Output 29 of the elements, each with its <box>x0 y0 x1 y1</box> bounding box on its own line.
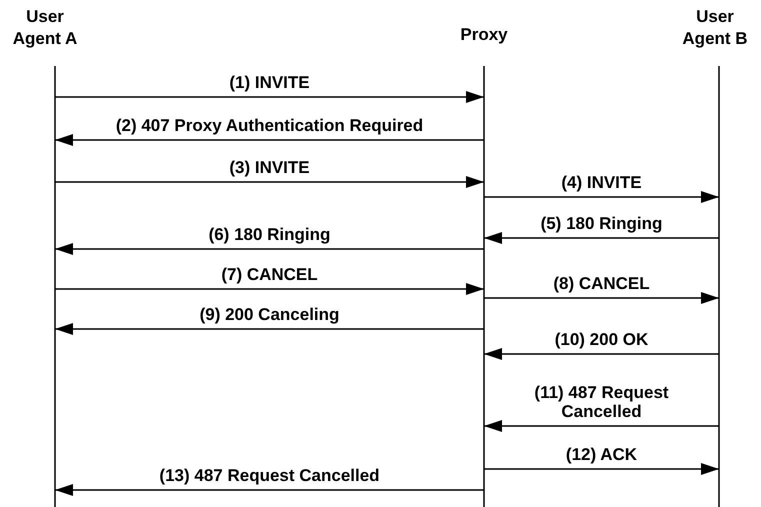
message-label: (3) INVITE <box>228 158 311 177</box>
message-arrow <box>484 232 719 244</box>
message-arrow <box>484 348 719 360</box>
participant-label: Proxy <box>459 24 509 46</box>
message-label: (11) 487 Request Cancelled <box>533 383 670 421</box>
message-arrow <box>55 484 484 496</box>
message-label: (8) CANCEL <box>552 274 651 293</box>
message-label: (4) INVITE <box>560 173 643 192</box>
message-arrow <box>55 323 484 335</box>
message-arrow <box>484 191 719 203</box>
participant-label: User Agent B <box>681 6 749 50</box>
message-label: (2) 407 Proxy Authentication Required <box>114 116 424 135</box>
message-arrow <box>484 292 719 304</box>
message-arrow <box>55 243 484 255</box>
message-arrow <box>484 420 719 432</box>
message-label: (7) CANCEL <box>220 265 319 284</box>
message-arrow <box>55 176 484 188</box>
participant-label: User Agent A <box>12 6 78 50</box>
message-label: (1) INVITE <box>228 73 311 92</box>
message-label: (12) ACK <box>564 445 638 464</box>
message-arrow <box>55 134 484 146</box>
message-label: (5) 180 Ringing <box>540 214 664 233</box>
message-arrow <box>55 91 484 103</box>
message-label: (13) 487 Request Cancelled <box>158 466 381 485</box>
message-arrow <box>55 283 484 295</box>
message-label: (10) 200 OK <box>554 330 650 349</box>
message-label: (6) 180 Ringing <box>208 225 332 244</box>
message-arrow <box>484 463 719 475</box>
message-label: (9) 200 Canceling <box>198 305 340 324</box>
